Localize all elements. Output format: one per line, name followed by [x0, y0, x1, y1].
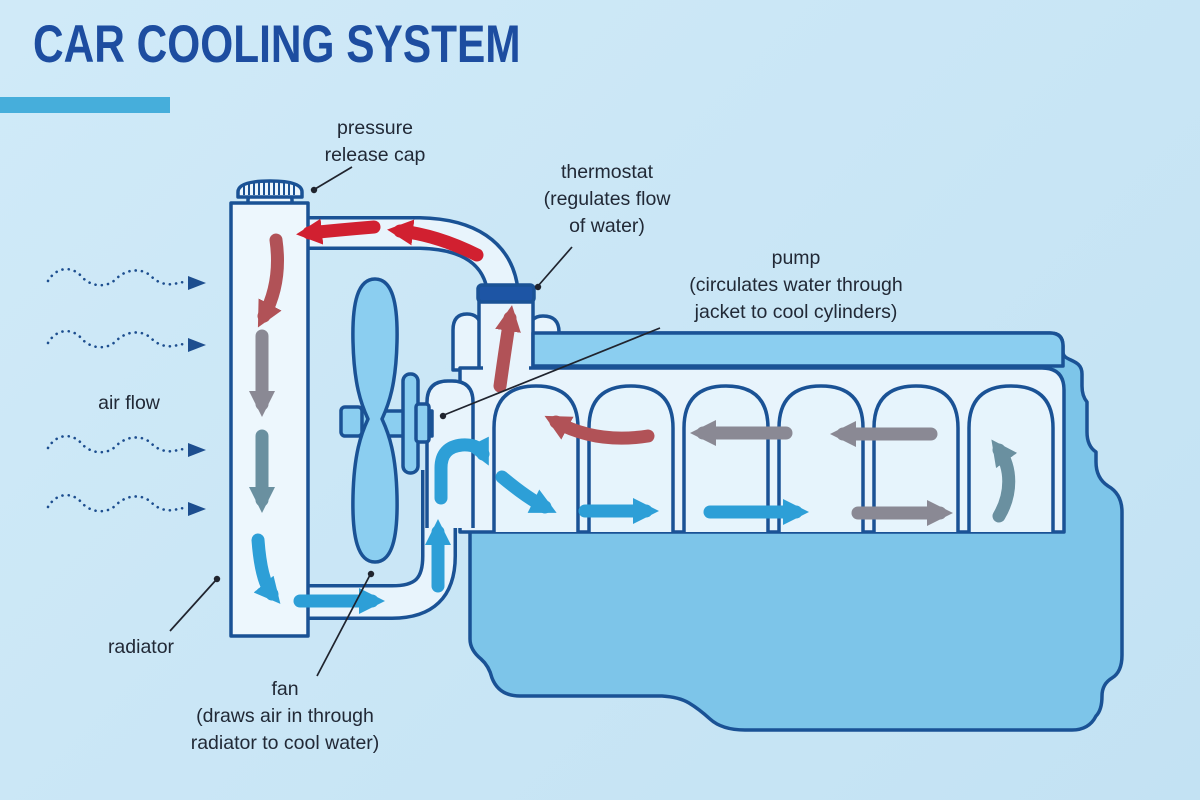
cylinder: [872, 384, 960, 532]
leader-dot: [367, 570, 375, 578]
air-flow-arrows: [46, 267, 206, 516]
cooling-water-arrows: [249, 329, 1018, 526]
cool-water-arrows: [251, 436, 809, 614]
top-hose: [308, 216, 520, 296]
air-arrowhead: [188, 276, 206, 290]
label-radiator: radiator: [107, 636, 175, 658]
fan-pulley-plate: [414, 402, 431, 444]
pressure-release-cap: [236, 179, 304, 199]
fan-hub-nub: [339, 405, 364, 438]
fan-blade: [351, 277, 399, 564]
label-fan: fan (draws air in through radiator to co…: [190, 678, 380, 754]
hot-water-arrows: [257, 218, 655, 445]
engine-head-rail: [531, 331, 1065, 368]
leader-dot: [310, 186, 318, 194]
cylinder: [587, 384, 675, 532]
air-arrowhead: [188, 443, 206, 457]
leader-dot: [534, 283, 542, 291]
page-title: CAR COOLING SYSTEM: [33, 15, 521, 74]
radiator-body: [229, 201, 310, 638]
radiator: [229, 179, 310, 638]
air-arrowhead: [188, 338, 206, 352]
label-pressure-release-cap: pressure release cap: [324, 117, 426, 166]
fan: [339, 277, 434, 564]
label-air-flow: air flow: [98, 392, 160, 414]
leader-dot: [439, 412, 447, 420]
label-thermostat: thermostat (regulates flow of water): [543, 161, 671, 237]
leader-lines: [169, 166, 661, 677]
title-accent-bar: [0, 97, 170, 113]
air-arrowhead: [188, 502, 206, 516]
leader-dot: [213, 575, 221, 583]
thermostat-valve: [476, 283, 536, 304]
cylinder: [492, 384, 580, 532]
label-pump: pump (circulates water through jacket to…: [689, 247, 903, 323]
